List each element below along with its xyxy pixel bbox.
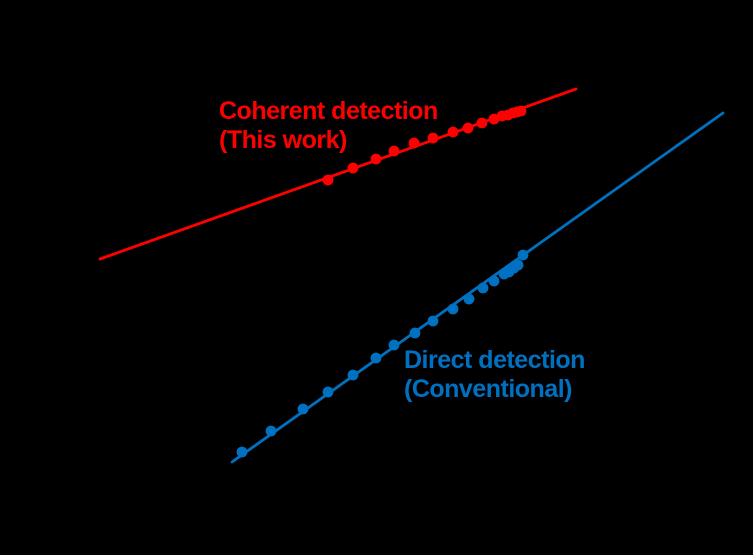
direct-detection-label-line2: (Conventional) (404, 375, 572, 403)
coherent-detection-data-point (322, 174, 334, 186)
coherent-detection-data-point (447, 126, 459, 138)
direct-detection-data-point (517, 249, 529, 261)
direct-detection-data-point (388, 339, 400, 351)
coherent-detection-series-label: Coherent detection (This work) (219, 97, 438, 155)
direct-detection-data-point (265, 425, 277, 437)
direct-detection-data-point (409, 327, 421, 339)
coherent-detection-label-line2: (This work) (219, 126, 347, 154)
direct-detection-data-point (427, 315, 439, 327)
direct-detection-series-label: Direct detection (Conventional) (404, 346, 585, 404)
coherent-detection-data-point (515, 105, 527, 117)
direct-detection-data-point (477, 282, 489, 294)
coherent-detection-data-point (370, 153, 382, 165)
coherent-detection-series (98, 87, 578, 261)
direct-detection-data-point (236, 446, 248, 458)
coherent-detection-data-point (427, 132, 439, 144)
direct-detection-series (230, 111, 725, 464)
direct-detection-data-point (463, 293, 475, 305)
direct-detection-data-point (322, 386, 334, 398)
direct-detection-data-point (447, 303, 459, 315)
direct-detection-data-point (488, 275, 500, 287)
coherent-detection-label-line1: Coherent detection (219, 97, 438, 125)
coherent-detection-data-point (388, 145, 400, 157)
coherent-detection-data-point (476, 117, 488, 129)
direct-detection-trendline (230, 111, 725, 464)
coherent-detection-data-point (347, 162, 359, 174)
direct-detection-data-point (297, 403, 309, 415)
direct-detection-data-point (512, 259, 524, 271)
direct-detection-label-line1: Direct detection (404, 346, 585, 374)
direct-detection-data-point (370, 352, 382, 364)
coherent-detection-data-point (408, 137, 420, 149)
coherent-detection-data-point (462, 122, 474, 134)
direct-detection-data-point (347, 369, 359, 381)
